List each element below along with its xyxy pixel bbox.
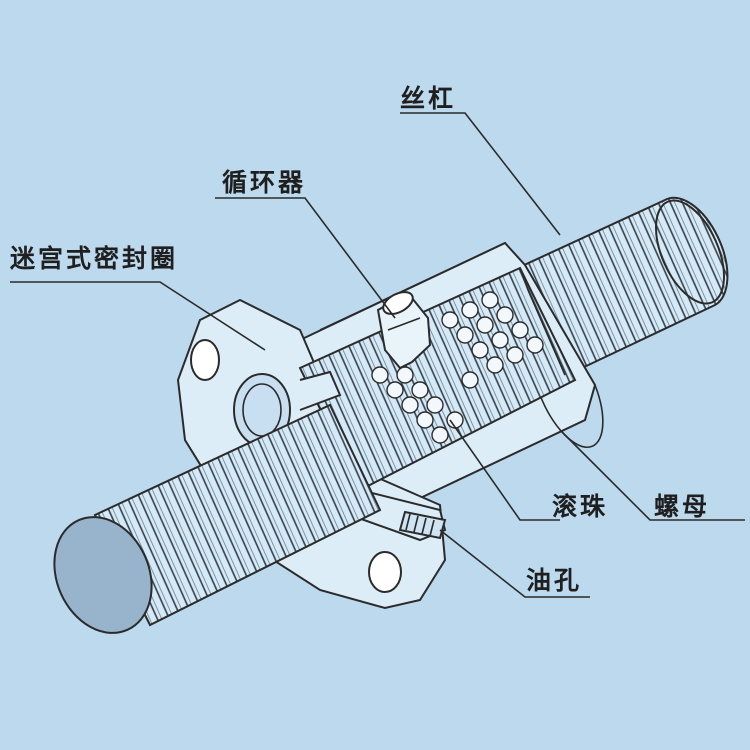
flange-bolt-hole: [368, 551, 402, 593]
label-oil-hole: 油孔: [526, 566, 583, 595]
flange-bolt-hole: [190, 339, 220, 381]
label-seal: 迷宫式密封圈: [10, 244, 179, 273]
label-circulator: 循环器: [222, 168, 307, 197]
shaft-end-face: [53, 516, 153, 634]
leader-lines: [10, 112, 745, 598]
label-balls: 滚珠: [552, 492, 609, 521]
label-nut: 螺母: [654, 492, 711, 521]
label-screw: 丝杠: [400, 84, 457, 113]
screw-shaft-left: [53, 403, 382, 634]
